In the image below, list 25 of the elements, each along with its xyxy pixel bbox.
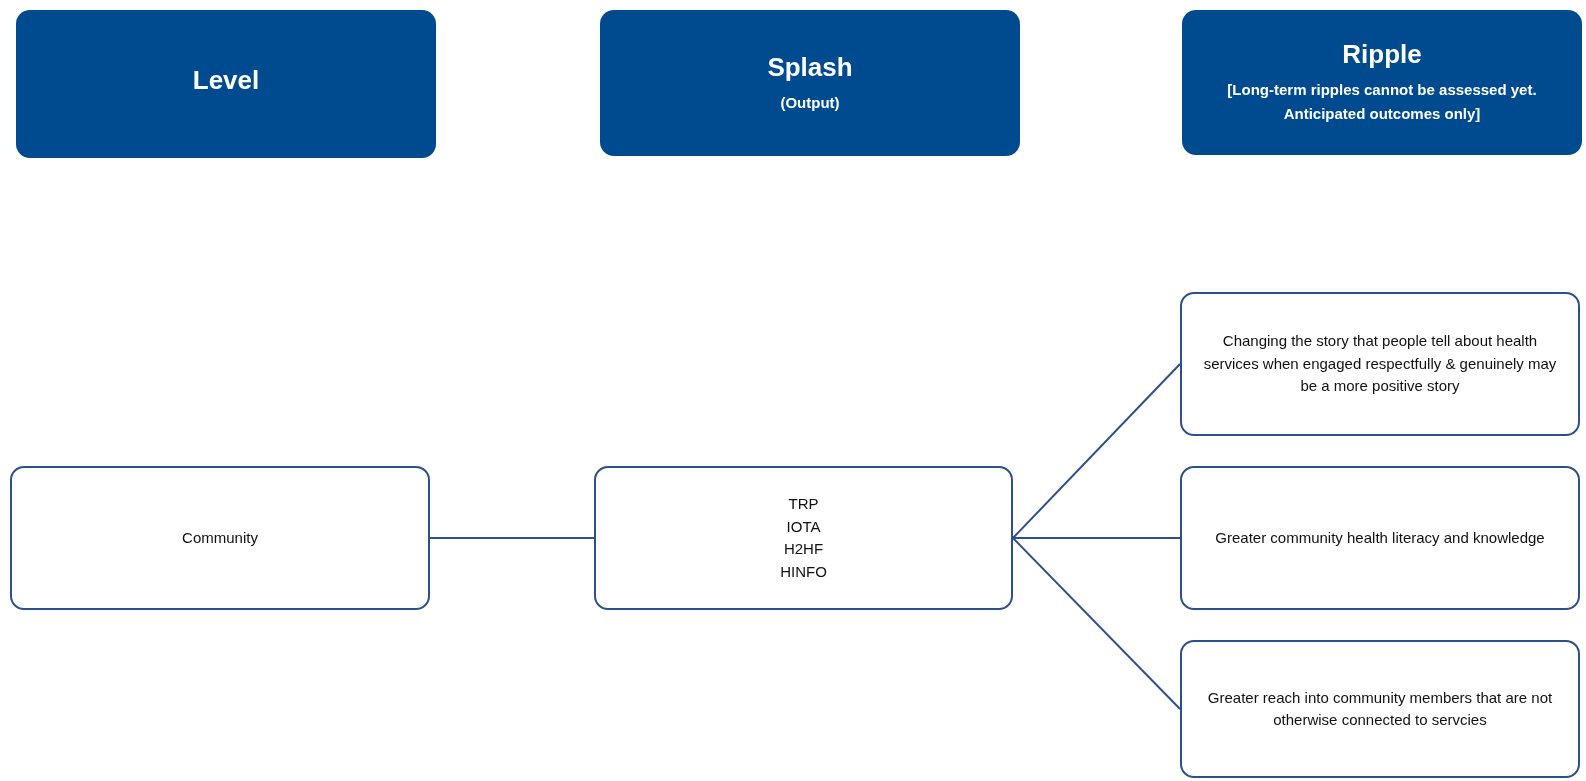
process-box bbox=[10, 466, 430, 610]
process-box bbox=[1180, 292, 1580, 436]
box-text: IOTA bbox=[786, 516, 821, 537]
header-box bbox=[1182, 10, 1582, 155]
box-text: Community bbox=[182, 527, 258, 548]
column-heading: Level bbox=[192, 64, 260, 96]
header-box bbox=[600, 10, 1020, 156]
box-text: Greater reach into community members that are not otherwise connected to servcies bbox=[1206, 687, 1554, 730]
box-text: HINFO bbox=[780, 561, 827, 582]
process-box bbox=[1180, 466, 1580, 610]
box-text: Greater community health literacy and knowledge bbox=[1215, 527, 1545, 548]
box-text: TRP bbox=[788, 494, 819, 514]
process-box bbox=[1180, 640, 1580, 778]
process-box bbox=[594, 466, 1013, 610]
header-box bbox=[16, 10, 436, 158]
column-heading: Splash bbox=[767, 51, 853, 83]
column-heading: Ripple bbox=[1342, 39, 1422, 70]
box-text: H2HF bbox=[783, 539, 824, 559]
column-note: [Long-term ripples cannot be assessed yet. Anticipated outcomes only] bbox=[1226, 80, 1538, 124]
column-note: (Output) bbox=[780, 92, 840, 113]
connector-line bbox=[1012, 537, 1181, 710]
connector-line bbox=[1012, 363, 1181, 539]
connector-line bbox=[429, 537, 595, 539]
connector-line bbox=[1012, 537, 1181, 539]
box-text: Changing the story that people tell about health services when engaged respectfully & genuinely may be a more positive story bbox=[1202, 331, 1558, 397]
